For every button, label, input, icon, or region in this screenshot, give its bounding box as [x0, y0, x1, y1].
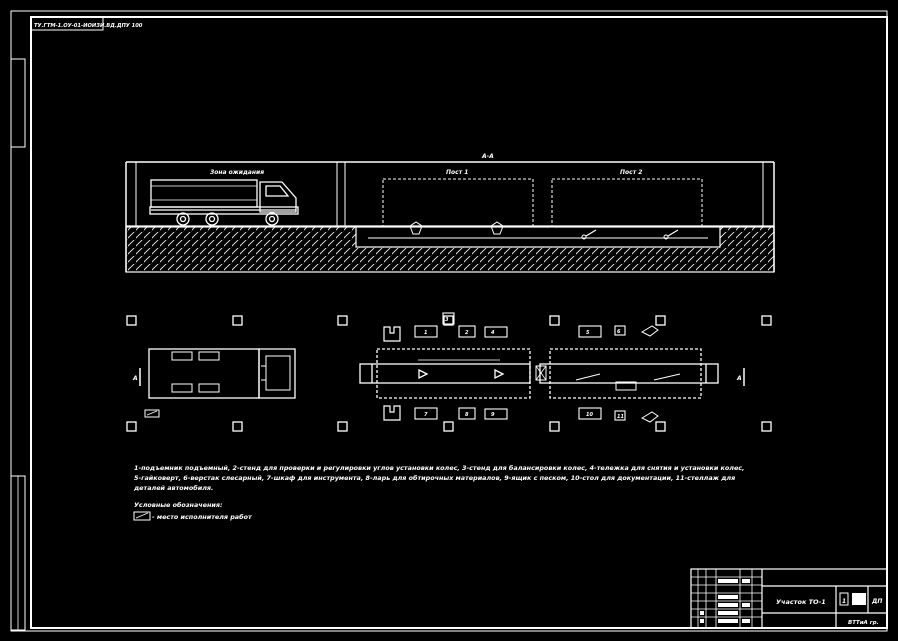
- legend-swatch: [133, 511, 151, 521]
- corner-stamp: ТУ.ГТМ-1.ОУ-01-ИОИЗИ.ВД.ДПУ 100: [30, 16, 143, 31]
- zone-2-label: Пост 2: [620, 169, 642, 176]
- equip-label: 9: [491, 412, 495, 418]
- equip-label: 1: [424, 330, 427, 336]
- sheet-code: ДП: [871, 598, 882, 605]
- equip-label: 2: [465, 330, 469, 336]
- section-label: А-А: [481, 153, 494, 160]
- corner-stamp-text: ТУ.ГТМ-1.ОУ-01-ИОИЗИ.ВД.ДПУ 100: [34, 23, 143, 29]
- equip-label: 8: [465, 412, 469, 418]
- legend-title: Условные обозначения:: [134, 501, 223, 509]
- sheet-name: Участок ТО-1: [776, 598, 826, 606]
- title-block: [690, 568, 888, 629]
- plan-view: [126, 312, 772, 432]
- sheet-number: 1: [842, 598, 846, 605]
- equip-label: 3: [445, 317, 449, 323]
- zone-waiting-label: Зона ожидания: [210, 169, 264, 176]
- marker-right: А: [736, 375, 742, 382]
- marker-left: А: [132, 375, 138, 382]
- legend-text: - место исполнителя работ: [152, 513, 252, 521]
- sheet-frame: [10, 10, 888, 632]
- equip-label: 11: [617, 414, 624, 420]
- org-name: ВТТиА гр.: [848, 620, 879, 626]
- equip-label: 10: [586, 412, 593, 418]
- equip-label: 4: [491, 330, 495, 336]
- equip-label: 7: [424, 412, 428, 418]
- zone-1-label: Пост 1: [446, 169, 468, 176]
- equip-label: 6: [617, 329, 621, 335]
- section-view: А-А: [125, 153, 775, 273]
- equipment-labels: 1 2 3 4 5 6 7 8 9 10 11: [424, 317, 624, 420]
- equipment-notes: 1-подъемник подъемный, 2-стенд для прове…: [134, 464, 745, 492]
- truck-side-icon: [149, 179, 299, 226]
- equip-label: 5: [586, 330, 590, 336]
